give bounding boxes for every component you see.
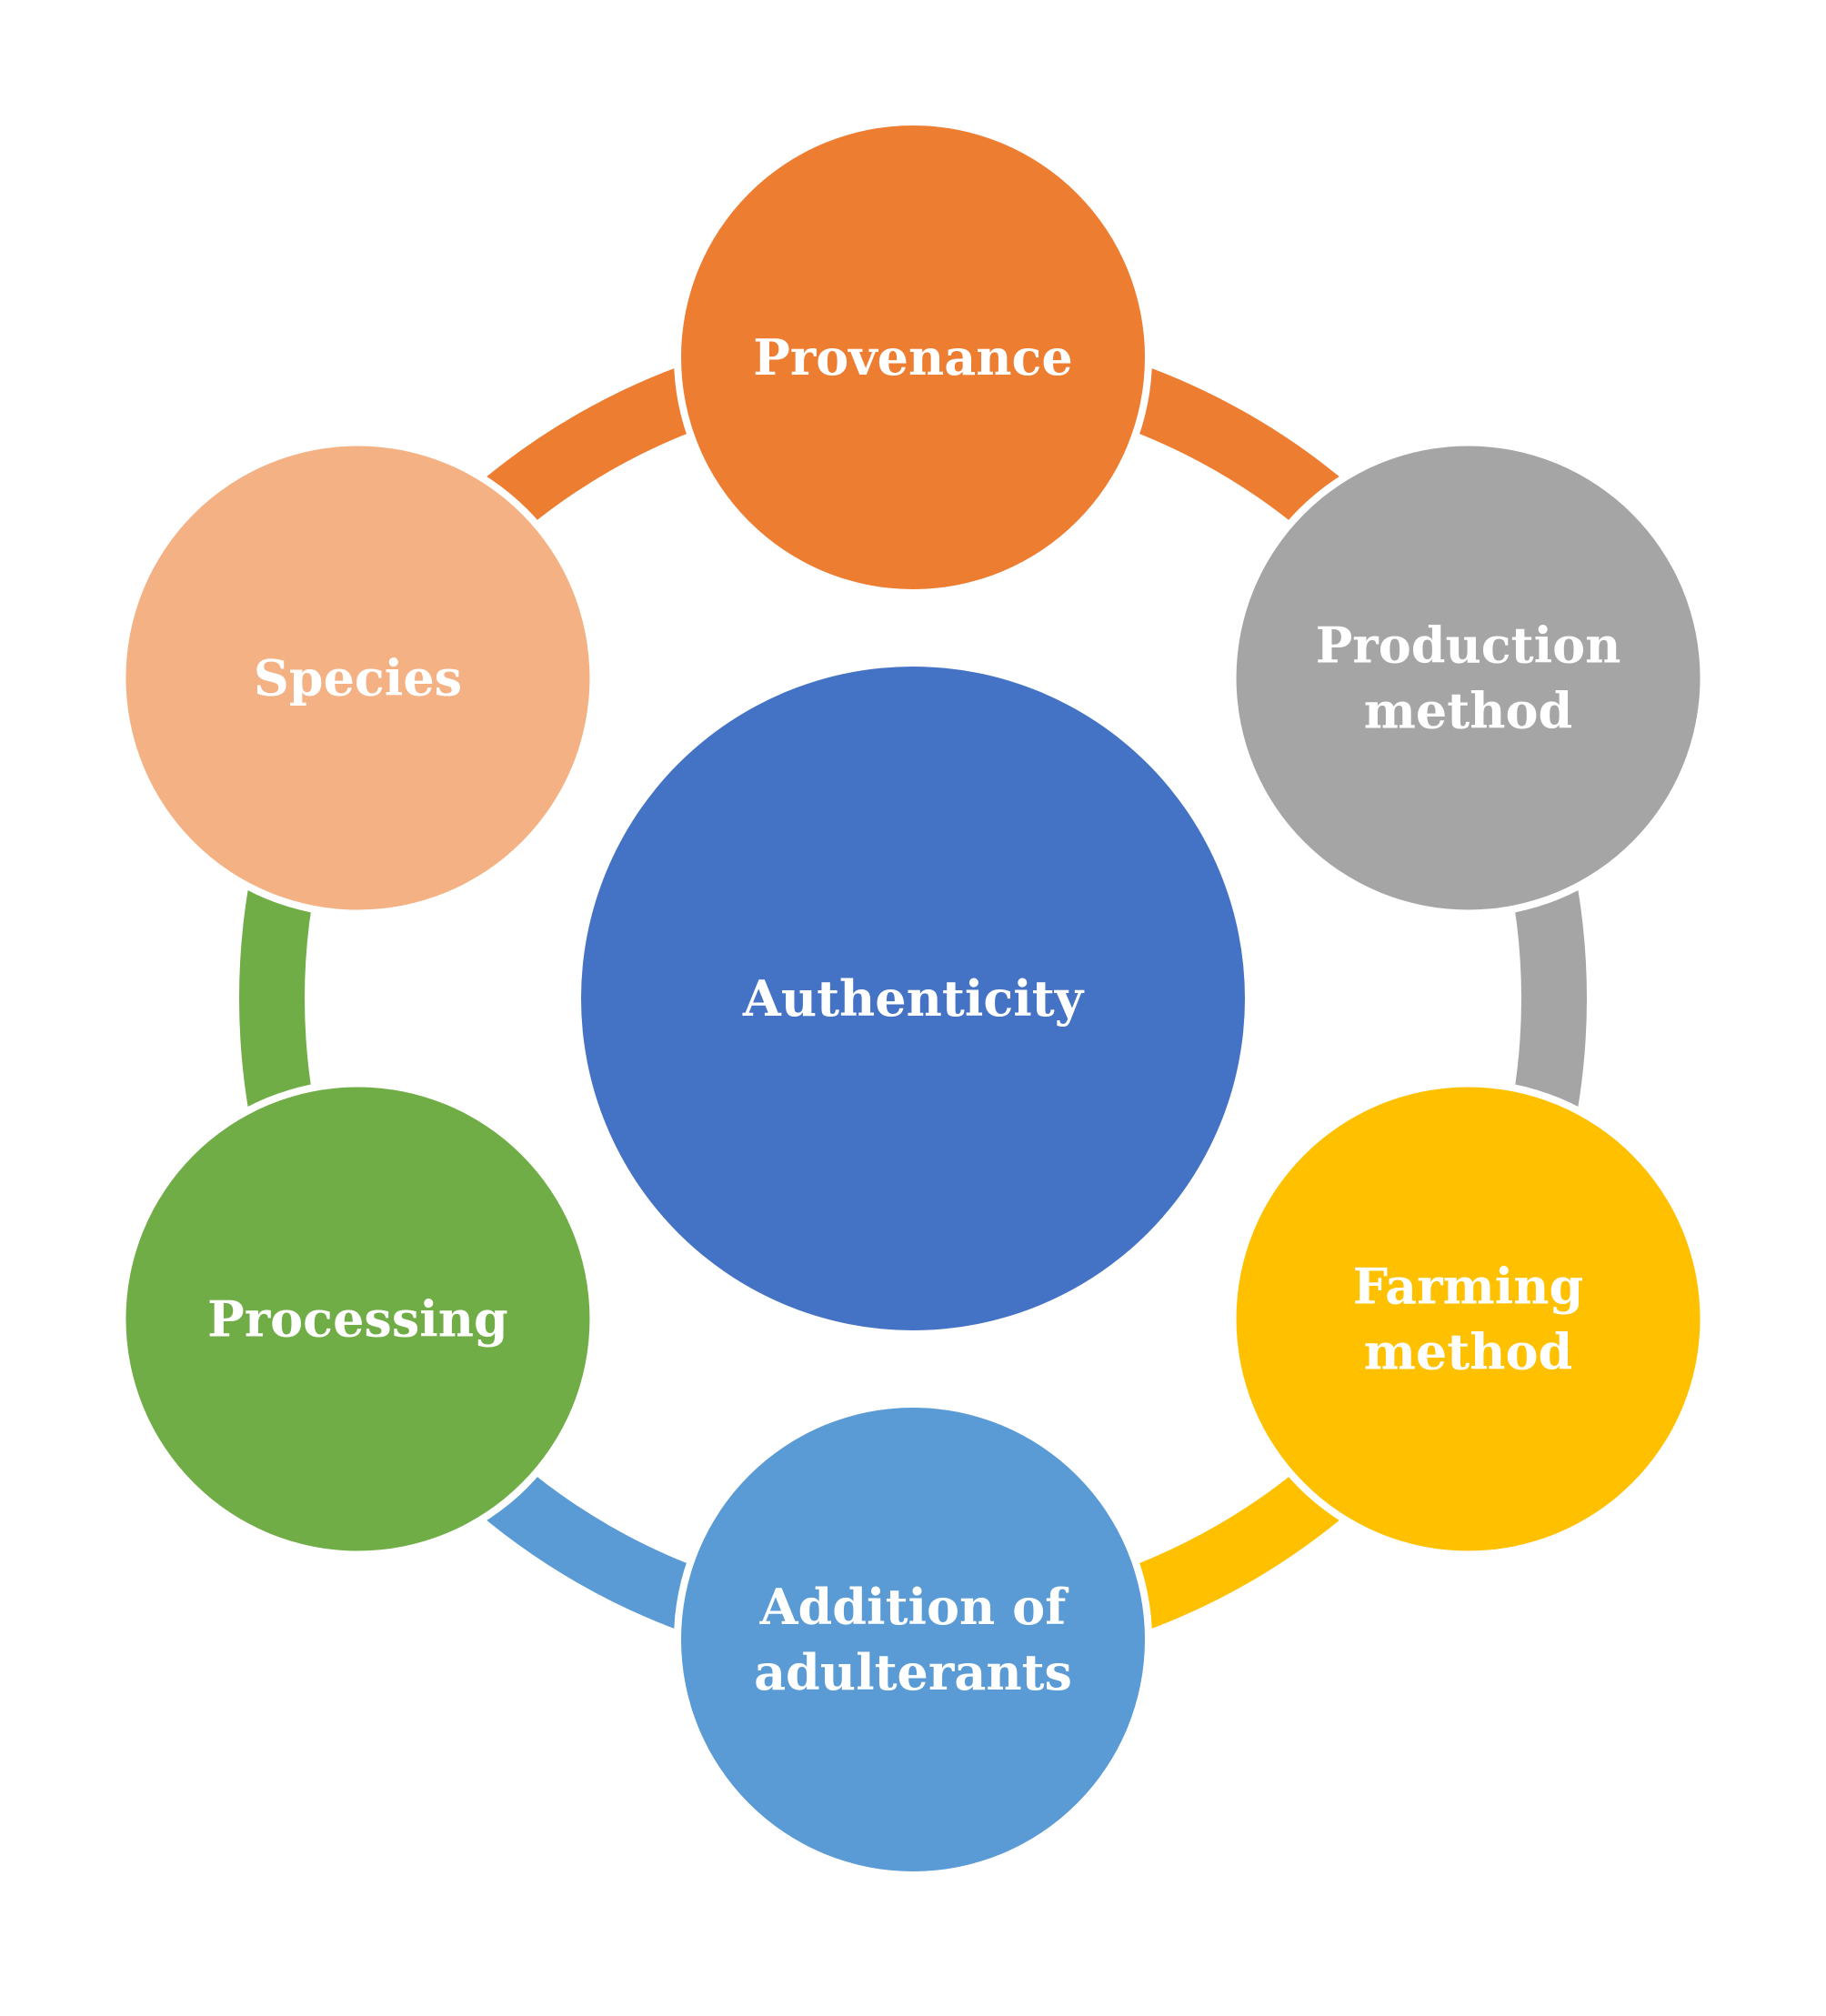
node-label-addition-of-adulterants: Addition of adulterants: [754, 1578, 1072, 1701]
node-label-species: Species: [254, 649, 462, 707]
node-circle-production-method: [1236, 446, 1701, 910]
node-circle-addition-of-adulterants: [681, 1408, 1145, 1871]
center-node: Authenticity: [581, 667, 1245, 1330]
node-circle-farming-method: [1236, 1087, 1701, 1551]
node-label-provenance: Provenance: [753, 328, 1073, 386]
node-label-line: Processing: [207, 1290, 508, 1349]
node-label-line: Species: [254, 649, 462, 707]
node-circle-species: [125, 446, 590, 910]
center-circle: [581, 667, 1245, 1330]
node-circle-processing: [125, 1087, 590, 1551]
node-label-processing: Processing: [207, 1290, 508, 1349]
node-production-method: Production method: [1229, 438, 1708, 918]
node-label-line: Addition of: [759, 1578, 1069, 1636]
node-addition-of-adulterants: Addition of adulterants: [674, 1400, 1152, 1879]
node-label-line: Provenance: [753, 328, 1073, 386]
node-label-line: Farming: [1353, 1258, 1584, 1316]
node-label-line: Production: [1316, 617, 1621, 675]
node-farming-method: Farming method: [1229, 1079, 1708, 1559]
node-processing: Processing: [118, 1079, 597, 1559]
node-species: Species: [118, 438, 597, 918]
node-label-line: adulterants: [754, 1643, 1072, 1701]
node-circle-provenance: [681, 125, 1145, 589]
center-label: Authenticity: [742, 969, 1085, 1028]
node-label-line: method: [1364, 682, 1572, 740]
node-label-production-method: Production method: [1316, 617, 1621, 740]
node-label-farming-method: Farming method: [1353, 1258, 1584, 1381]
node-provenance: Provenance: [674, 118, 1152, 597]
node-label-line: method: [1364, 1323, 1572, 1381]
